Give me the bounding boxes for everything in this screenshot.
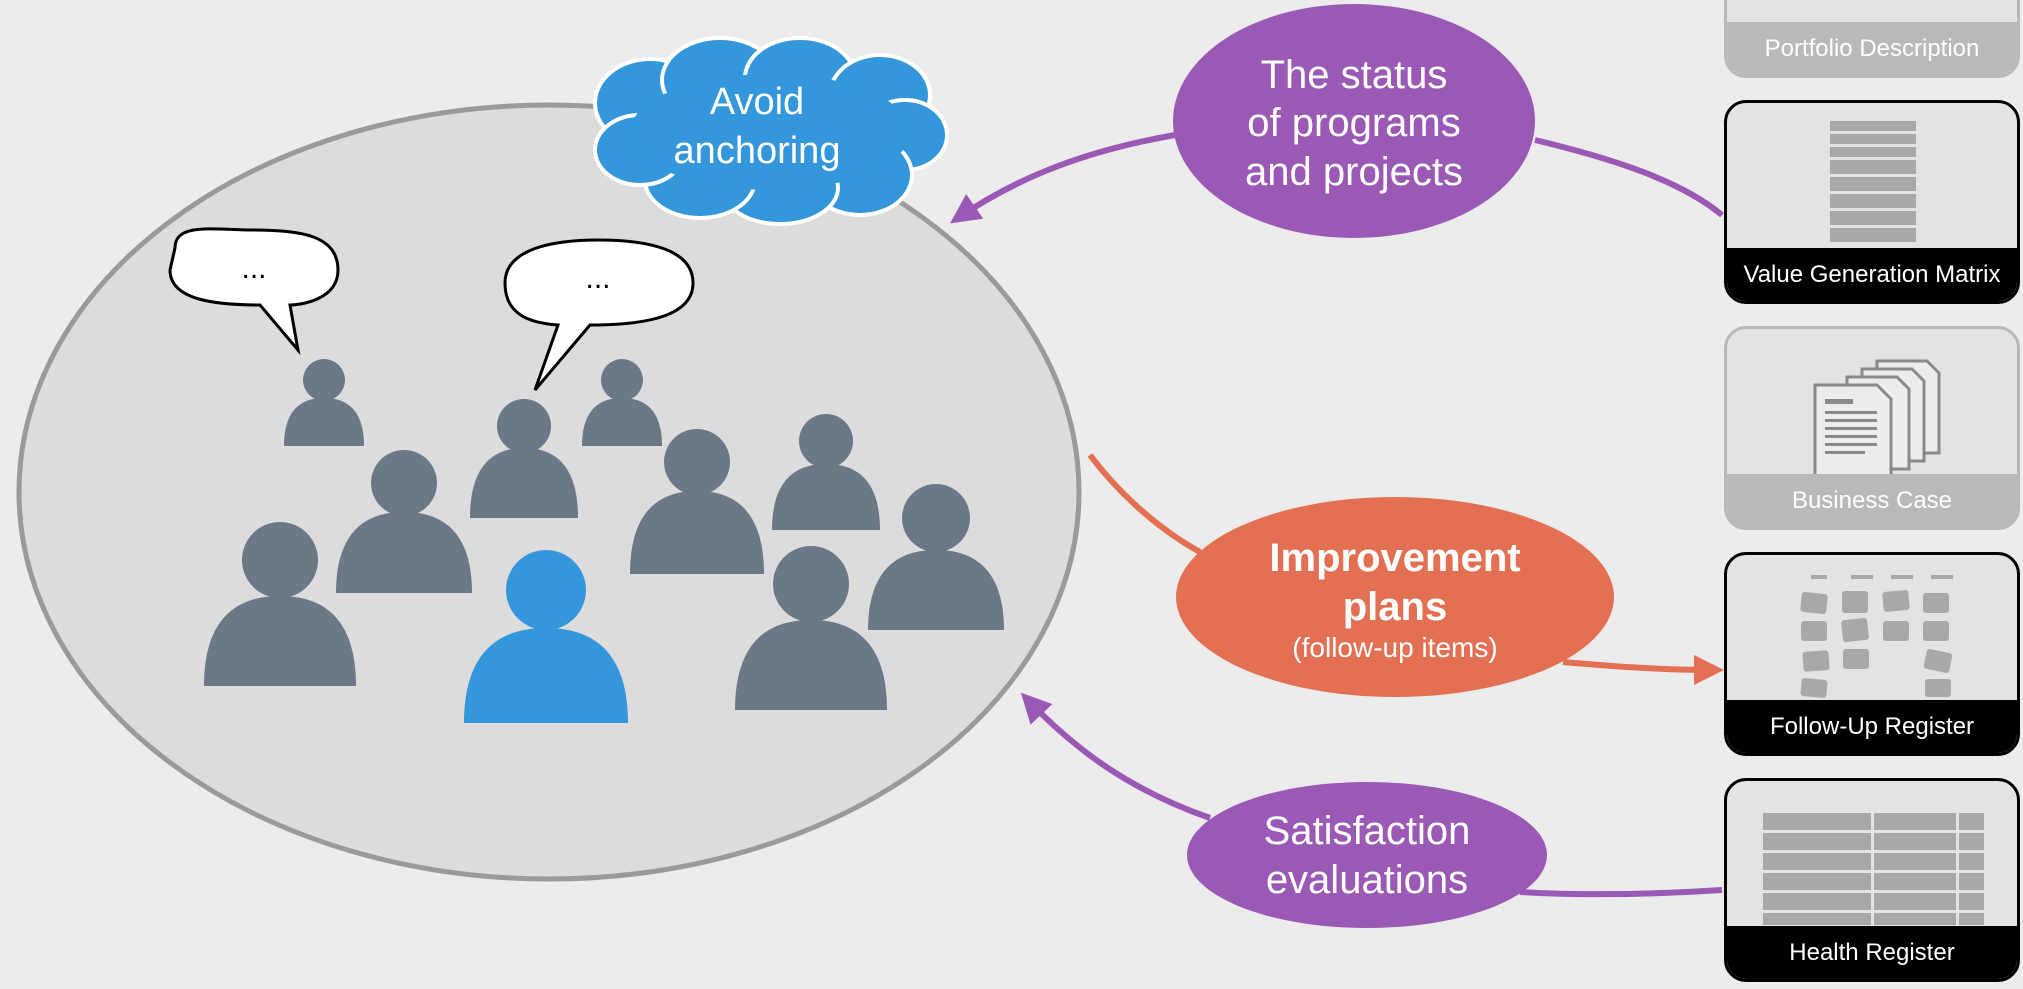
status-node-line-1: The status bbox=[1261, 53, 1448, 97]
person-icon bbox=[470, 399, 578, 518]
satisfaction-node-line-1: Satisfaction bbox=[1264, 809, 1471, 853]
card-business-case[interactable]: Business Case bbox=[1724, 326, 2020, 530]
card-health-register-label: Health Register bbox=[1727, 926, 2017, 979]
improvement-node-line-3: (follow-up items) bbox=[1292, 632, 1497, 663]
card-follow-up-register-label: Follow-Up Register bbox=[1727, 700, 2017, 753]
improvement-node-line-2: plans bbox=[1343, 585, 1447, 629]
person-icon bbox=[630, 429, 764, 574]
person-icon bbox=[772, 414, 880, 530]
status-node bbox=[1173, 4, 1535, 238]
satisfaction-node-line-2: evaluations bbox=[1266, 858, 1468, 902]
documents-stack-icon bbox=[1727, 329, 2017, 479]
status-node-line-2: of programs bbox=[1247, 101, 1460, 145]
line-group-to-improvement bbox=[1087, 453, 1202, 555]
cloud-line-1: Avoid bbox=[710, 81, 804, 123]
table-icon bbox=[1727, 781, 2017, 926]
line-value-matrix-to-status bbox=[1534, 137, 1724, 218]
speech-bubble-1: ... bbox=[168, 227, 340, 356]
person-icon bbox=[284, 359, 364, 446]
document-icon bbox=[1727, 0, 2017, 22]
line-health-register-to-satisfaction bbox=[1519, 887, 1723, 898]
person-highlighted-icon bbox=[464, 550, 628, 723]
card-portfolio-description-label: Portfolio Description bbox=[1727, 22, 2017, 75]
arrow-improvement-to-follow-up bbox=[1562, 654, 1724, 685]
card-portfolio-description[interactable]: Portfolio Description bbox=[1724, 0, 2020, 78]
arrow-satisfaction-to-group bbox=[1020, 692, 1211, 821]
people-group bbox=[204, 359, 1004, 723]
improvement-node bbox=[1176, 497, 1614, 697]
person-icon bbox=[336, 450, 472, 593]
card-follow-up-register[interactable]: Follow-Up Register bbox=[1724, 552, 2020, 756]
person-icon bbox=[868, 484, 1004, 630]
improvement-node-line-1: Improvement bbox=[1269, 536, 1520, 580]
person-icon bbox=[204, 522, 356, 686]
card-value-generation-matrix-label: Value Generation Matrix bbox=[1727, 248, 2017, 301]
person-icon bbox=[582, 359, 662, 446]
card-health-register[interactable]: Health Register bbox=[1724, 778, 2020, 982]
speech-bubble-2-text: ... bbox=[585, 262, 610, 295]
kanban-board-icon bbox=[1727, 555, 2017, 700]
cloud-shape bbox=[593, 36, 949, 226]
matrix-icon bbox=[1727, 103, 2017, 248]
satisfaction-node bbox=[1187, 782, 1547, 928]
person-icon bbox=[735, 546, 887, 710]
speech-bubble-1-text: ... bbox=[241, 252, 266, 285]
card-value-generation-matrix[interactable]: Value Generation Matrix bbox=[1724, 100, 2020, 304]
speech-bubble-2: ... bbox=[503, 238, 695, 391]
status-node-line-3: and projects bbox=[1245, 150, 1463, 194]
arrow-status-to-group bbox=[950, 132, 1176, 224]
cloud-line-2: anchoring bbox=[674, 130, 841, 172]
card-business-case-label: Business Case bbox=[1727, 474, 2017, 527]
